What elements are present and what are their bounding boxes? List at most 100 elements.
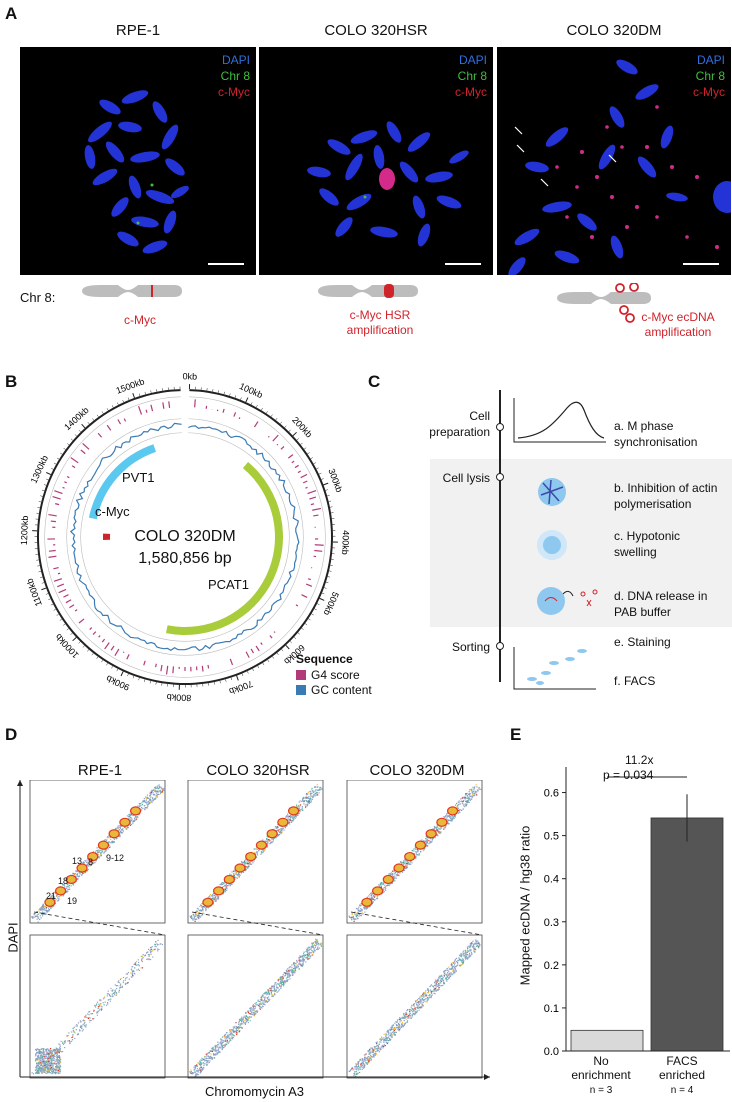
density-point <box>152 798 154 800</box>
density-point <box>262 995 264 997</box>
density-point <box>363 906 365 908</box>
g4-spike <box>233 412 237 417</box>
density-point <box>294 972 296 974</box>
density-point <box>101 1008 103 1010</box>
density-point <box>196 1070 198 1072</box>
density-point <box>293 966 295 968</box>
g4-spike <box>92 631 97 636</box>
density-point <box>38 1070 40 1072</box>
density-point <box>233 874 235 876</box>
actin-cell-icon <box>538 478 566 506</box>
density-point <box>461 802 463 804</box>
chromosome-peak <box>234 863 246 873</box>
density-point <box>266 994 268 996</box>
density-point <box>298 808 301 810</box>
density-point <box>42 1053 44 1055</box>
density-point <box>31 916 33 918</box>
density-point <box>36 914 38 916</box>
density-point <box>438 828 440 830</box>
density-point <box>41 1067 43 1069</box>
density-point <box>267 1000 269 1002</box>
density-point <box>109 836 111 838</box>
density-point <box>371 903 373 905</box>
density-point <box>45 906 47 908</box>
density-point <box>131 973 133 975</box>
density-point <box>469 796 471 798</box>
density-point <box>223 1040 225 1042</box>
density-point <box>417 851 419 853</box>
density-point <box>430 842 432 844</box>
density-point <box>201 914 203 916</box>
density-point <box>298 812 301 814</box>
density-point <box>474 792 476 794</box>
density-point <box>67 888 69 890</box>
density-point <box>246 859 248 862</box>
density-point <box>59 1050 61 1052</box>
density-point <box>133 972 135 974</box>
legend-cmyc: c-Myc <box>693 85 725 99</box>
density-point <box>245 1022 247 1024</box>
density-point <box>371 896 373 898</box>
tick-label: 400kb <box>340 530 350 555</box>
g4-spike <box>314 549 323 552</box>
density-point <box>45 1060 47 1062</box>
density-point <box>45 1054 47 1056</box>
density-point <box>83 862 85 864</box>
density-point <box>306 794 308 796</box>
minor-tick <box>262 662 265 666</box>
density-point <box>420 851 422 853</box>
density-point <box>214 894 216 896</box>
density-point <box>292 817 295 819</box>
density-point <box>93 862 95 864</box>
density-point <box>228 1029 231 1031</box>
density-point <box>117 828 119 830</box>
density-point <box>473 795 475 797</box>
density-point <box>41 1071 43 1073</box>
density-point <box>155 946 157 948</box>
density-point <box>254 1007 256 1009</box>
density-point <box>299 806 301 808</box>
density-point <box>50 1057 52 1059</box>
density-point <box>317 947 319 949</box>
density-point <box>221 1043 223 1045</box>
density-point <box>318 942 320 945</box>
density-point <box>293 964 295 966</box>
density-point <box>62 894 64 896</box>
density-point <box>356 1066 358 1068</box>
density-point <box>190 917 192 919</box>
density-point <box>423 840 425 842</box>
density-point <box>467 793 470 796</box>
density-point <box>92 1018 94 1020</box>
density-point <box>200 909 202 911</box>
density-point <box>424 840 426 842</box>
density-point <box>127 826 129 828</box>
density-point <box>307 954 309 956</box>
density-point <box>52 1057 54 1059</box>
g4-label: G4 score <box>311 668 360 682</box>
density-point <box>260 998 262 1000</box>
density-point <box>58 1051 60 1053</box>
density-point <box>297 966 299 968</box>
density-point <box>55 1066 57 1068</box>
density-point <box>445 815 447 817</box>
g4-spike <box>48 549 56 552</box>
density-point <box>231 1038 234 1040</box>
density-point <box>125 973 127 975</box>
density-point <box>287 976 289 978</box>
density-point <box>38 1056 40 1058</box>
density-point <box>45 1066 47 1068</box>
density-point <box>233 1031 235 1033</box>
density-point <box>233 1031 235 1033</box>
density-point <box>391 870 394 872</box>
density-point <box>198 1069 200 1071</box>
density-point <box>58 1043 60 1045</box>
density-point <box>47 1071 49 1073</box>
minor-tick <box>313 462 316 465</box>
density-point <box>58 1048 60 1051</box>
density-point <box>45 912 47 914</box>
density-point <box>120 983 122 985</box>
minor-tick <box>329 570 332 572</box>
density-point <box>38 1071 40 1073</box>
minor-tick <box>59 618 63 621</box>
minor-tick <box>225 679 227 682</box>
